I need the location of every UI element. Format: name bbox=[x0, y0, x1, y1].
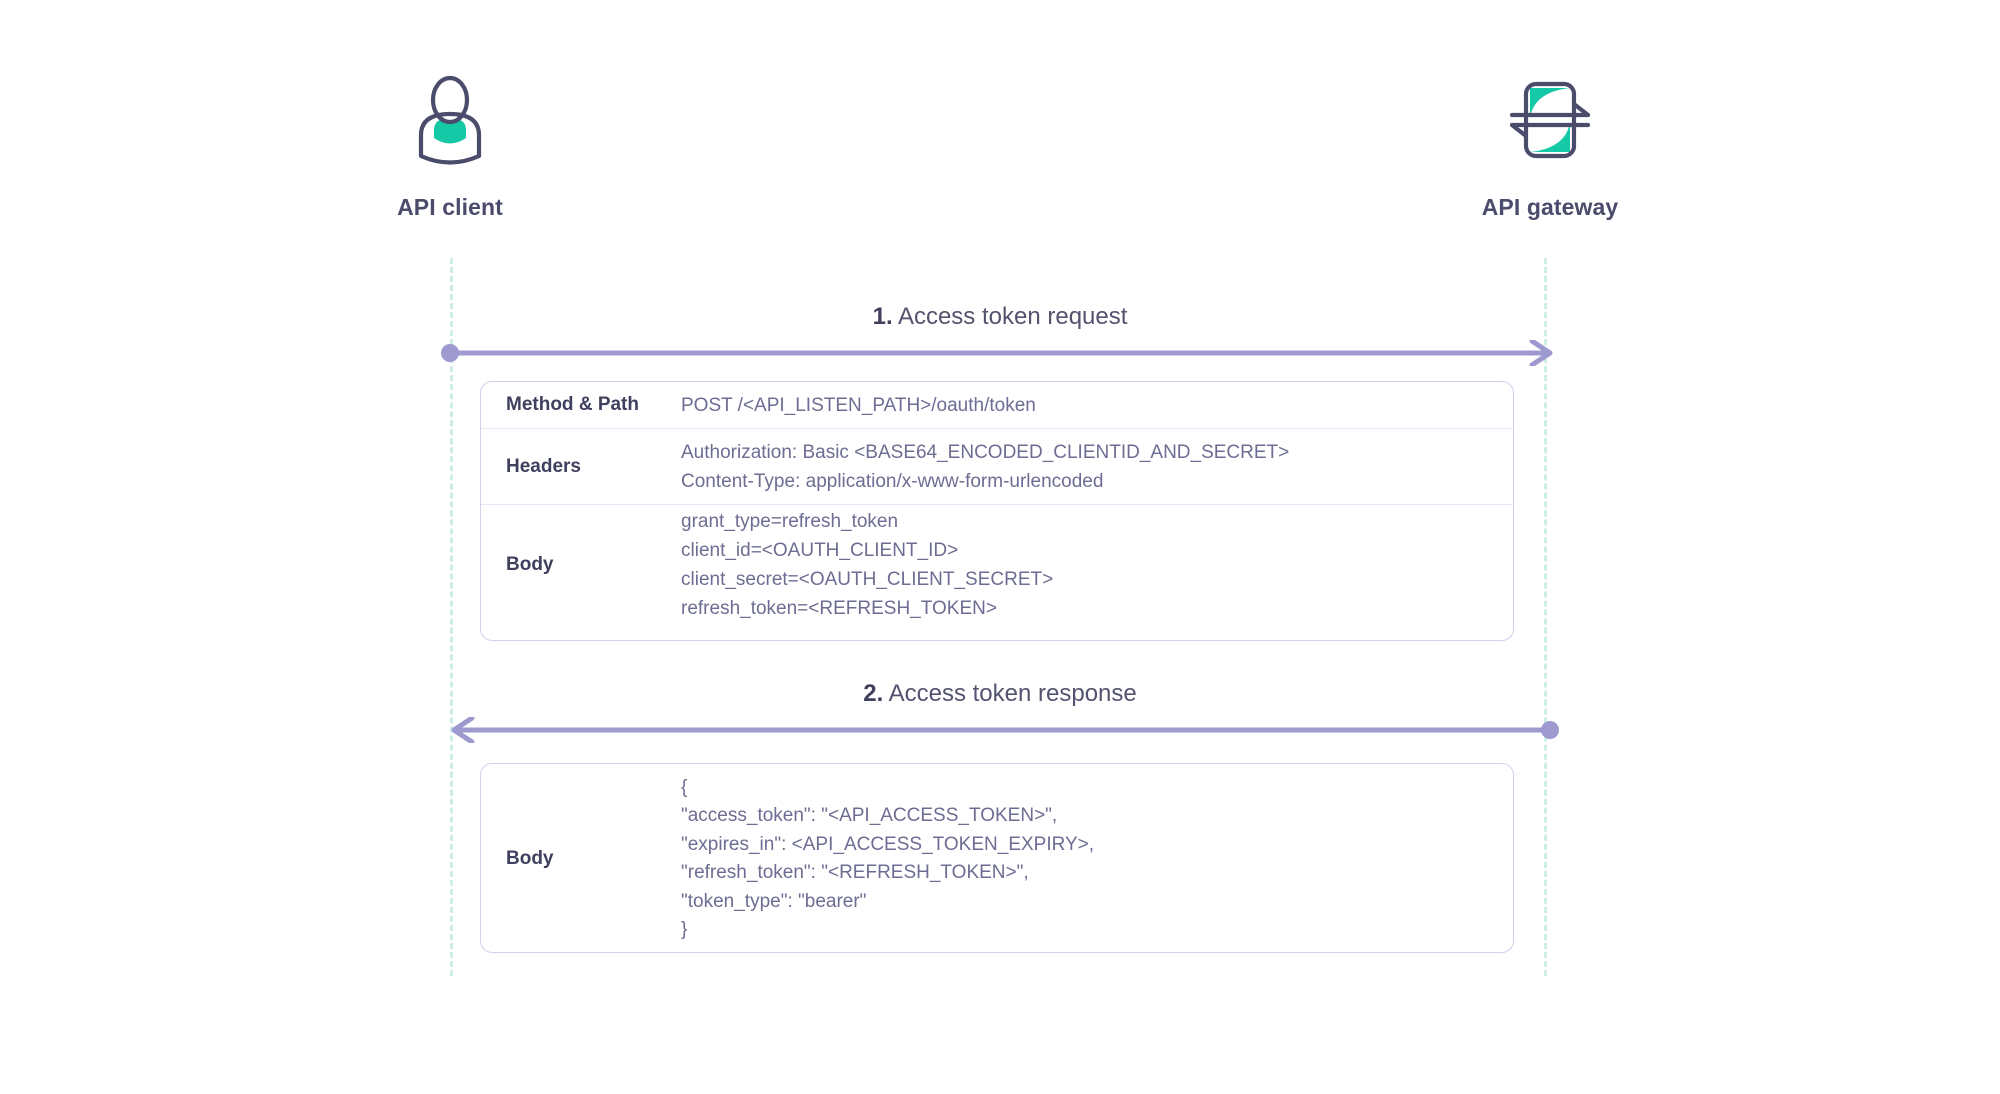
message-1-label: 1. Access token request bbox=[450, 303, 1550, 331]
message-2-number: 2. bbox=[863, 680, 884, 707]
message-1-detail-card: Method & Path POST /<API_LISTEN_PATH>/oa… bbox=[480, 381, 1514, 641]
message-1-text: Access token request bbox=[897, 303, 1128, 330]
table-row: Method & Path POST /<API_LISTEN_PATH>/oa… bbox=[481, 382, 1513, 429]
row-key: Headers bbox=[506, 455, 581, 477]
gateway-icon bbox=[1420, 70, 1680, 170]
message-2-label: 2. Access token response bbox=[450, 680, 1550, 708]
user-icon bbox=[320, 70, 580, 170]
row-value: POST /<API_LISTEN_PATH>/oauth/token bbox=[681, 394, 1036, 416]
actor-label: API gateway bbox=[1481, 194, 1619, 220]
message-2-arrow-left bbox=[450, 717, 1560, 743]
message-2-detail-card: Body { "access_token": "<API_ACCESS_TOKE… bbox=[480, 763, 1514, 953]
row-value: grant_type=refresh_token client_id=<OAUT… bbox=[681, 511, 1054, 619]
actor-api-client: API client bbox=[320, 70, 580, 221]
lifeline-api-gateway bbox=[1544, 258, 1547, 976]
table-row: Headers Authorization: Basic <BASE64_ENC… bbox=[481, 429, 1513, 505]
message-2-text: Access token response bbox=[888, 680, 1137, 707]
table-row: Body { "access_token": "<API_ACCESS_TOKE… bbox=[481, 764, 1513, 954]
lifeline-api-client bbox=[450, 258, 453, 976]
actor-api-gateway: API gateway bbox=[1420, 70, 1680, 221]
row-key: Body bbox=[506, 554, 554, 575]
row-key: Body bbox=[506, 848, 554, 869]
row-value: { "access_token": "<API_ACCESS_TOKEN>", … bbox=[681, 776, 1095, 941]
message-1-arrow-right bbox=[440, 340, 1560, 366]
message-1-number: 1. bbox=[872, 303, 893, 330]
row-key: Method & Path bbox=[506, 394, 639, 415]
table-row: Body grant_type=refresh_token client_id=… bbox=[481, 505, 1513, 625]
row-value: Authorization: Basic <BASE64_ENCODED_CLI… bbox=[681, 441, 1290, 492]
actor-label: API client bbox=[397, 194, 503, 220]
